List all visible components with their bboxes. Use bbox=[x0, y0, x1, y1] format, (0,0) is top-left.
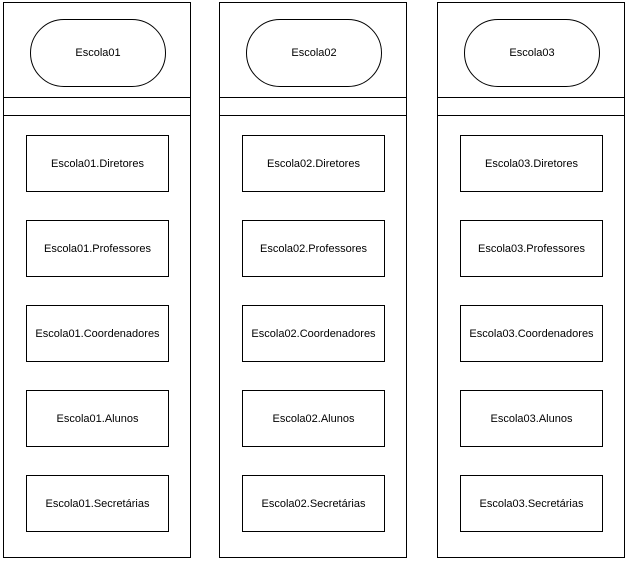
node-professores: Escola03.Professores bbox=[460, 220, 603, 277]
lane-divider bbox=[4, 115, 190, 116]
node-diretores: Escola02.Diretores bbox=[242, 135, 385, 192]
node-label: Escola01.Diretores bbox=[51, 157, 144, 170]
node-label: Escola03.Secretárias bbox=[479, 497, 584, 510]
node-diretores: Escola03.Diretores bbox=[460, 135, 603, 192]
node-label: Escola03.Professores bbox=[478, 242, 585, 255]
lane-header: Escola03 bbox=[438, 3, 624, 97]
node-label: Escola02.Secretárias bbox=[261, 497, 366, 510]
node-professores: Escola01.Professores bbox=[26, 220, 169, 277]
lane-title-pill: Escola01 bbox=[30, 19, 166, 87]
node-coordenadores: Escola01.Coordenadores bbox=[26, 305, 169, 362]
node-label: Escola01.Secretárias bbox=[45, 497, 150, 510]
lane-title: Escola03 bbox=[509, 47, 555, 59]
lane-divider bbox=[438, 97, 624, 98]
lane-divider bbox=[4, 97, 190, 98]
node-coordenadores: Escola02.Coordenadores bbox=[242, 305, 385, 362]
node-alunos: Escola02.Alunos bbox=[242, 390, 385, 447]
node-secretarias: Escola02.Secretárias bbox=[242, 475, 385, 532]
lane-band bbox=[438, 98, 624, 115]
node-label: Escola02.Coordenadores bbox=[251, 327, 376, 340]
node-label: Escola03.Diretores bbox=[485, 157, 578, 170]
node-alunos: Escola03.Alunos bbox=[460, 390, 603, 447]
node-professores: Escola02.Professores bbox=[242, 220, 385, 277]
node-label: Escola03.Coordenadores bbox=[469, 327, 594, 340]
lane-body: Escola01.Diretores Escola01.Professores … bbox=[4, 116, 190, 557]
node-label: Escola01.Professores bbox=[44, 242, 151, 255]
lane-title: Escola01 bbox=[75, 47, 121, 59]
lane-band bbox=[4, 98, 190, 115]
swimlane-escola03: Escola03 Escola03.Diretores Escola03.Pro… bbox=[437, 2, 625, 558]
node-secretarias: Escola01.Secretárias bbox=[26, 475, 169, 532]
node-label: Escola01.Alunos bbox=[56, 412, 139, 425]
lane-header: Escola01 bbox=[4, 3, 190, 97]
lane-title-pill: Escola02 bbox=[246, 19, 382, 87]
node-coordenadores: Escola03.Coordenadores bbox=[460, 305, 603, 362]
lane-divider bbox=[220, 97, 406, 98]
lane-header: Escola02 bbox=[220, 3, 406, 97]
lane-divider bbox=[220, 115, 406, 116]
node-alunos: Escola01.Alunos bbox=[26, 390, 169, 447]
node-secretarias: Escola03.Secretárias bbox=[460, 475, 603, 532]
node-label: Escola02.Professores bbox=[260, 242, 367, 255]
node-label: Escola03.Alunos bbox=[490, 412, 573, 425]
node-label: Escola01.Coordenadores bbox=[35, 327, 160, 340]
swimlane-escola01: Escola01 Escola01.Diretores Escola01.Pro… bbox=[3, 2, 191, 558]
lane-title-pill: Escola03 bbox=[464, 19, 600, 87]
lane-title: Escola02 bbox=[291, 47, 337, 59]
lane-band bbox=[220, 98, 406, 115]
lane-body: Escola03.Diretores Escola03.Professores … bbox=[438, 116, 624, 557]
node-label: Escola02.Diretores bbox=[267, 157, 360, 170]
lane-divider bbox=[438, 115, 624, 116]
node-diretores: Escola01.Diretores bbox=[26, 135, 169, 192]
swimlane-escola02: Escola02 Escola02.Diretores Escola02.Pro… bbox=[219, 2, 407, 558]
lane-body: Escola02.Diretores Escola02.Professores … bbox=[220, 116, 406, 557]
node-label: Escola02.Alunos bbox=[272, 412, 355, 425]
